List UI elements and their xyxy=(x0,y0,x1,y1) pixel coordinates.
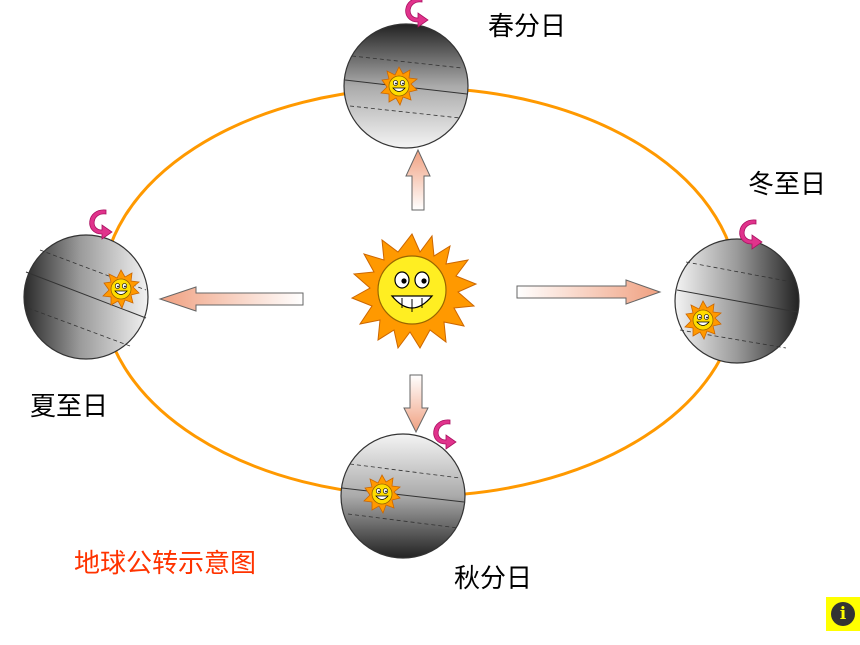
arrow-left xyxy=(158,286,304,312)
earth-summer-solstice xyxy=(23,234,149,360)
diagram-title: 地球公转示意图 xyxy=(74,549,257,579)
earth-winter-solstice xyxy=(674,238,800,364)
earth-autumn-equinox xyxy=(340,433,466,559)
label-autumn-equinox: 秋分日 xyxy=(454,564,533,594)
earth-spring-equinox xyxy=(343,23,469,149)
info-button[interactable]: i xyxy=(826,597,860,631)
label-winter-solstice: 冬至日 xyxy=(748,170,827,200)
arrow-up xyxy=(405,148,431,211)
rotation-arrow-summer xyxy=(89,209,113,240)
central-sun xyxy=(350,233,478,350)
rotation-arrow-spring xyxy=(405,0,429,28)
label-summer-solstice: 夏至日 xyxy=(30,392,109,422)
arrow-right xyxy=(516,279,662,305)
arrow-down xyxy=(403,374,429,434)
label-spring-equinox: 春分日 xyxy=(488,12,567,42)
info-icon: i xyxy=(831,602,855,626)
